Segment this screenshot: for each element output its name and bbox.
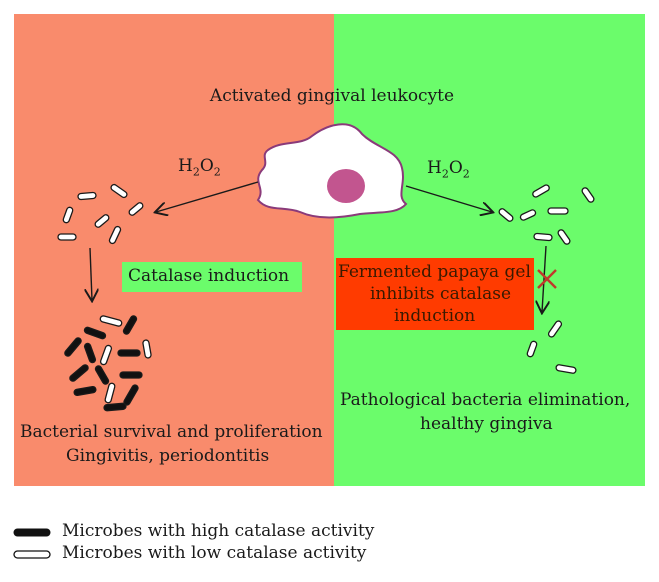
- nucleus: [327, 169, 365, 203]
- left-low-microbes: [57, 183, 144, 245]
- arrow-right-down: [542, 245, 546, 312]
- catalase-induction-box: [122, 262, 302, 292]
- right-h2o2-label: H2O2: [427, 158, 470, 181]
- right-panel: [334, 14, 645, 486]
- legend-high-label: Microbes with high catalase activity: [62, 521, 375, 541]
- right-low-microbes: [498, 184, 595, 245]
- legend-low-label: Microbes with low catalase activity: [62, 543, 367, 563]
- arrow-left-h2o2: [156, 181, 259, 212]
- legend-low-icon: [13, 550, 51, 559]
- arrow-right-h2o2: [405, 185, 492, 212]
- papaya-gel-line1: Fermented papaya gel: [338, 262, 531, 282]
- papaya-gel-line2: inhibits catalase: [370, 284, 512, 304]
- catalase-induction-label: Catalase induction: [128, 266, 290, 286]
- papaya-gel-box: [336, 258, 534, 330]
- left-outcome-line2: Gingivitis, periodontitis: [66, 446, 270, 466]
- left-h2o2-label: H2O2: [178, 156, 221, 179]
- left-outcome-line1: Bacterial survival and proliferation: [20, 422, 323, 442]
- right-outcome-line1: Pathological bacteria elimination,: [340, 390, 631, 410]
- papaya-gel-line3: induction: [394, 306, 476, 326]
- left-cluster-microbes: [64, 315, 152, 412]
- right-remaining-microbes: [526, 320, 577, 374]
- leukocyte-cell: [256, 123, 408, 219]
- legend-high-icon: [13, 528, 51, 537]
- right-outcome-line2: healthy gingiva: [420, 414, 553, 434]
- arrow-left-down: [90, 247, 92, 300]
- inhibition-x-mark: [537, 269, 557, 289]
- left-panel: [14, 14, 334, 486]
